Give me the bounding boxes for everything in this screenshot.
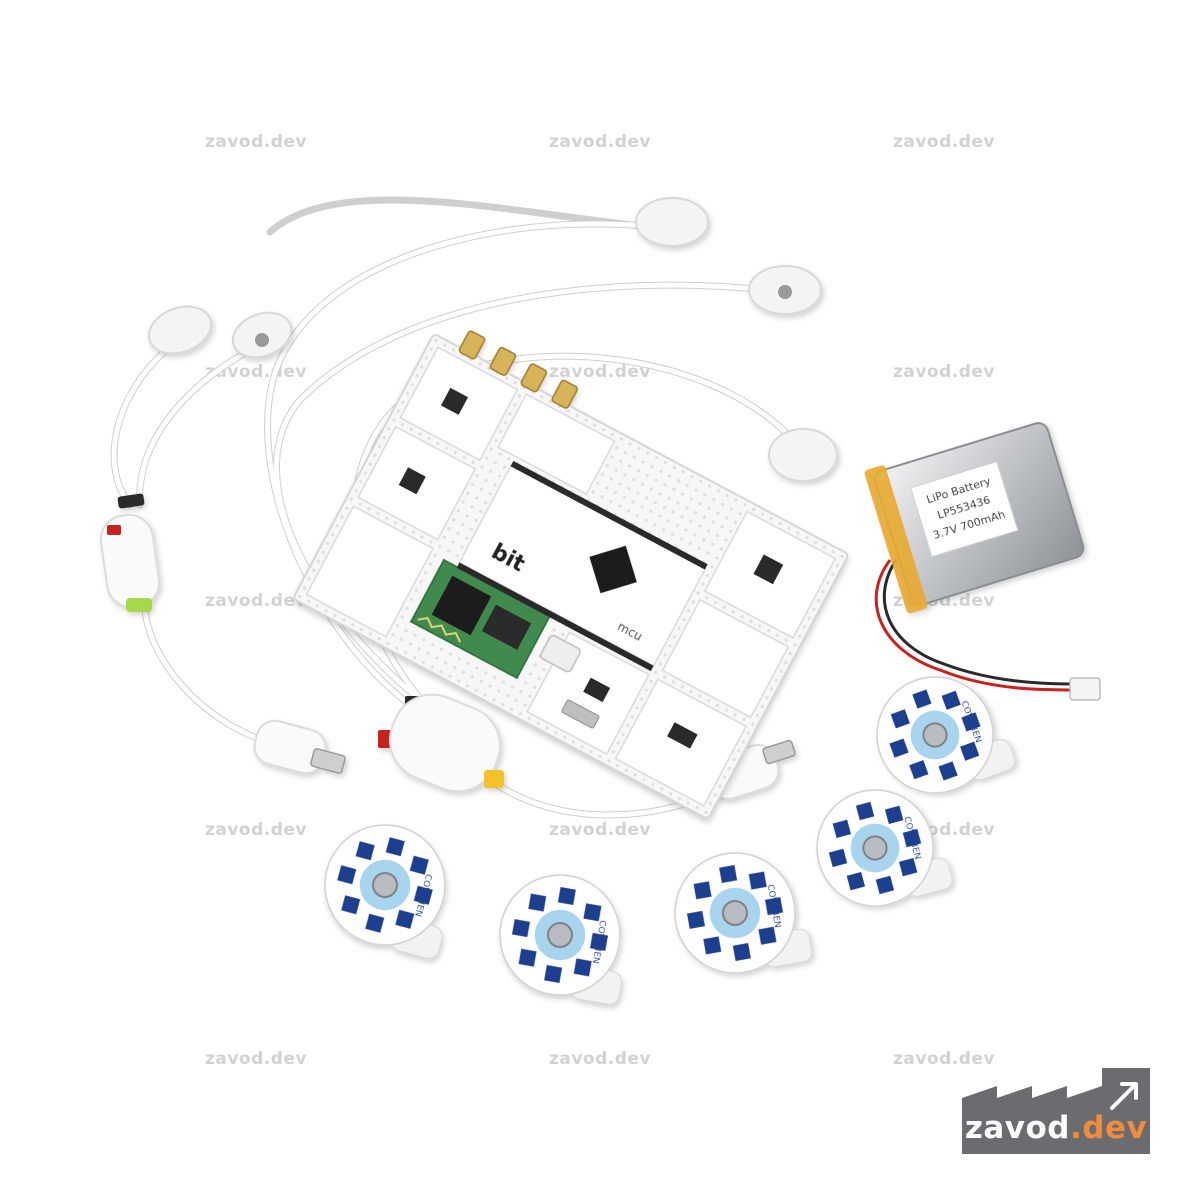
left-splitter (99, 493, 346, 775)
watermark-text: zavod.dev (548, 362, 652, 382)
watermark-text: zavod.dev (204, 591, 308, 611)
logo-name: zavod (964, 1110, 1070, 1146)
logo-badge (962, 1068, 1150, 1154)
electrode-pad: COVIDIEN (816, 789, 953, 907)
watermark-text: zavod.dev (204, 362, 308, 382)
electrode-pad: COVIDIEN (674, 852, 813, 974)
watermark-text: zavod.dev (204, 820, 308, 840)
logo-name-accent: .dev (1069, 1110, 1148, 1146)
watermark-text: zavod.dev (892, 132, 996, 152)
watermark-text: zavod.dev (892, 362, 996, 382)
main-board: bit mcu (292, 330, 849, 820)
lipo-battery: LiPo Battery LP553436 3.7V 700mAh (864, 422, 1101, 701)
watermark-text: zavod.dev (548, 820, 652, 840)
watermark-text: zavod.dev (548, 132, 652, 152)
electrode-pad: COVIDIEN (324, 824, 446, 960)
watermark-text: zavod.dev (204, 1049, 308, 1069)
watermark-text: zavod.dev (204, 132, 308, 152)
zavod-logo: zavod.dev (962, 1068, 1150, 1154)
electrode-pad: COVIDIEN (876, 676, 1016, 794)
electrode-pad: COVIDIEN (499, 874, 623, 1005)
arrow-up-right-icon (1110, 1082, 1138, 1110)
watermark-text: zavod.dev (892, 1049, 996, 1069)
logo-wordmark: zavod.dev (962, 1110, 1150, 1146)
snap-leads (148, 197, 838, 482)
watermark-text: zavod.dev (548, 1049, 652, 1069)
